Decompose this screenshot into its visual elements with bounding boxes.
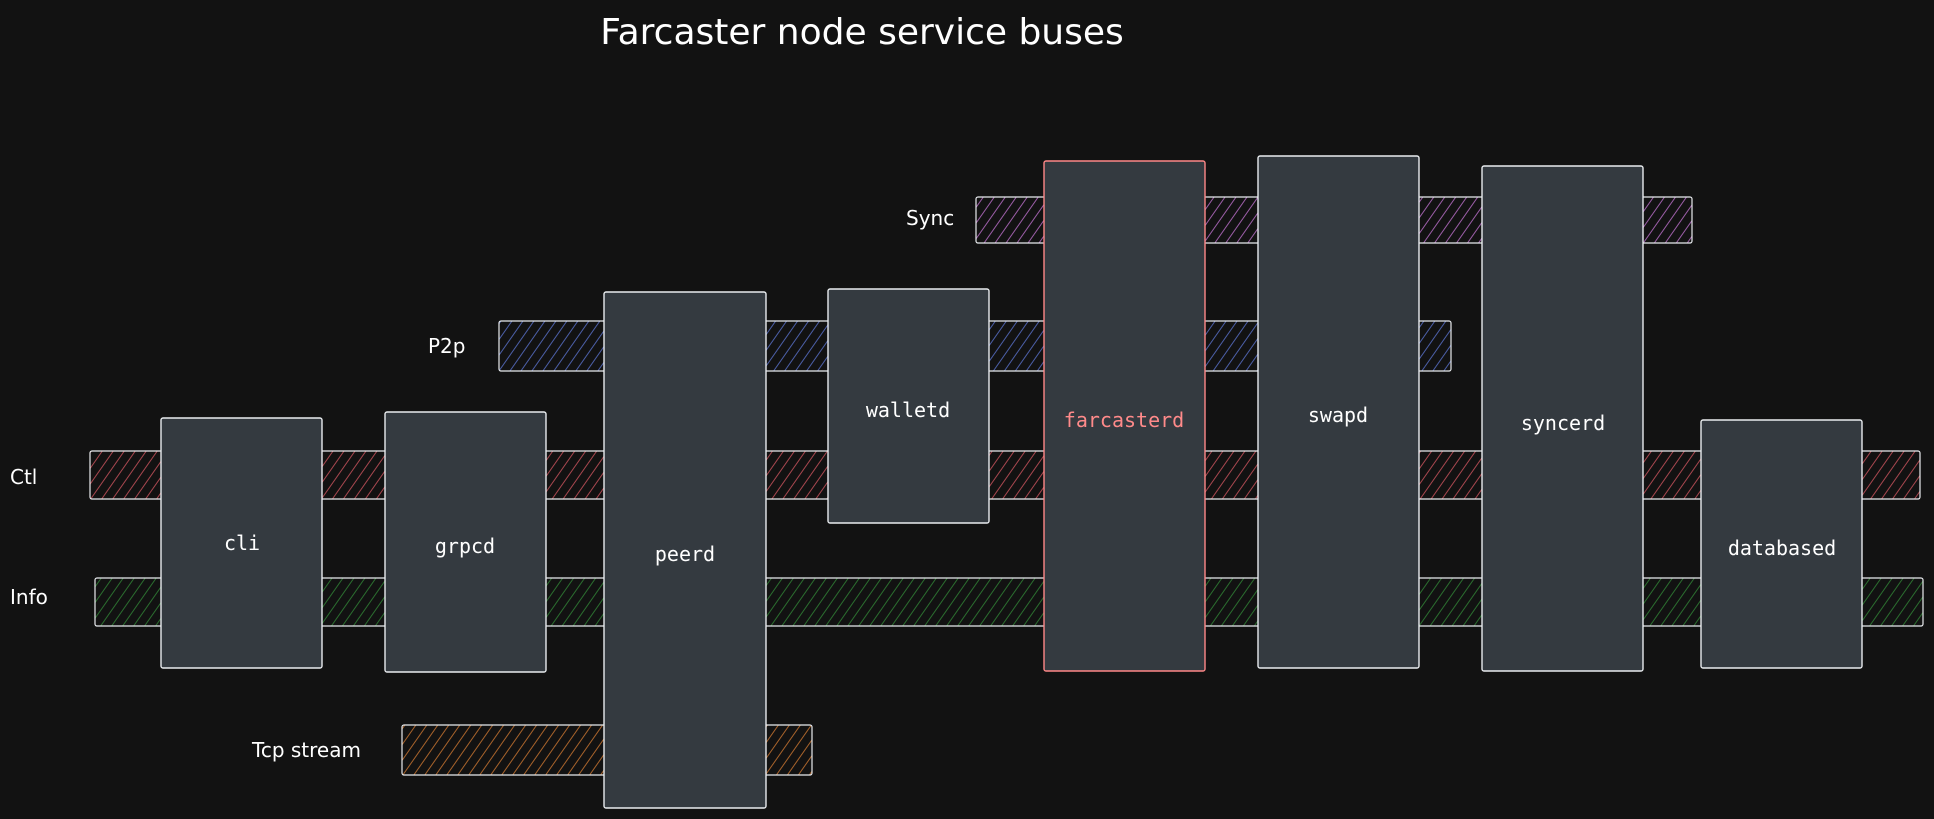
service-label-farcasterd: farcasterd <box>1064 408 1184 432</box>
bus-label-tcp: Tcp stream <box>251 738 361 762</box>
bus-label-ctl: Ctl <box>10 465 37 489</box>
service-grpcd: grpcd <box>384 411 547 673</box>
buses-layer <box>89 196 1924 776</box>
service-box-walletd <box>827 288 990 524</box>
bus-bar-info <box>94 577 1924 627</box>
service-label-cli: cli <box>224 531 260 555</box>
service-swapd: swapd <box>1257 155 1420 669</box>
service-farcasterd: farcasterd <box>1043 160 1206 672</box>
services-layer: cli grpcd peerd walletd farcasterd swapd… <box>160 155 1863 809</box>
bus-bar-ctl <box>89 450 1921 500</box>
service-box-peerd <box>603 291 767 809</box>
service-walletd: walletd <box>827 288 990 524</box>
bus-label-p2p: P2p <box>428 334 465 358</box>
service-label-grpcd: grpcd <box>435 534 495 558</box>
bus-label-info: Info <box>10 585 48 609</box>
service-box-grpcd <box>384 411 547 673</box>
service-box-syncerd <box>1481 165 1644 672</box>
service-label-walletd: walletd <box>866 398 950 422</box>
service-box-farcasterd <box>1043 160 1206 672</box>
service-cli: cli <box>160 417 323 669</box>
service-peerd: peerd <box>603 291 767 809</box>
service-label-databased: databased <box>1728 536 1836 560</box>
service-syncerd: syncerd <box>1481 165 1644 672</box>
service-box-databased <box>1700 419 1863 669</box>
bus-label-sync: Sync <box>906 206 954 230</box>
service-box-cli <box>160 417 323 669</box>
service-box-swapd <box>1257 155 1420 669</box>
bus-labels: Sync P2p Ctl Info Tcp stream <box>10 206 954 762</box>
service-label-peerd: peerd <box>655 542 715 566</box>
service-databased: databased <box>1700 419 1863 669</box>
diagram-title: Farcaster node service buses <box>600 12 1124 53</box>
service-label-swapd: swapd <box>1308 403 1368 427</box>
service-label-syncerd: syncerd <box>1521 411 1605 435</box>
